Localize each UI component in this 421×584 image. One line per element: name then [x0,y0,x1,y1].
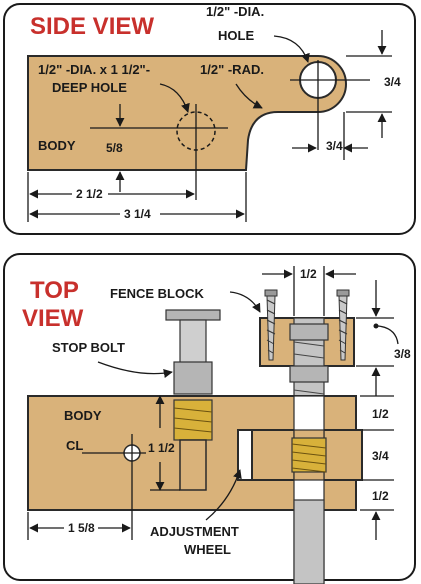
stop-bolt [165,309,221,491]
centerline-label: CL [66,438,83,453]
dim-3-4-right-top: 3/4 [372,449,389,463]
dim-1-2-top: 1/2 [300,267,317,281]
hole-label-2: HOLE [218,28,254,43]
adjustment-wheel-label-1: ADJUSTMENT [150,524,239,539]
deep-hole-label-2: DEEP HOLE [52,80,127,95]
dim-5-8: 5/8 [106,141,123,155]
hole-label-1: 1/2" -DIA. [206,4,264,19]
dim-2-1-2: 2 1/2 [76,187,103,201]
fence-screw-left [264,289,278,361]
top-view-title-2: VIEW [22,305,84,332]
fence-block-leader [229,291,261,313]
deep-hole-leader [159,83,190,113]
hole-leader [273,35,310,63]
hex-nut-upper [289,323,329,341]
dim-3-4-right: 3/4 [384,75,401,89]
stop-bolt-leader [97,361,173,378]
fence-block-label: FENCE BLOCK [110,286,205,301]
dim-3-1-4: 3 1/4 [124,207,151,221]
top-view-title-1: TOP [30,277,79,304]
top-body-label: BODY [64,408,102,423]
adjustment-wheel-leader [205,469,242,521]
hex-nut-lower [289,365,329,383]
deep-hole-label-1: 1/2" -DIA. x 1 1/2"- [38,62,150,77]
side-view-body [27,55,347,171]
dim-1-5-8: 1 5/8 [68,521,95,535]
radius-label: 1/2" -RAD. [200,62,264,77]
dim-3-4-bottom: 3/4 [326,139,343,153]
dim-1-2-right-a: 1/2 [372,407,389,421]
stop-bolt-label: STOP BOLT [52,340,125,355]
dim-1-1-2: 1 1/2 [148,441,175,455]
side-body-label: BODY [38,138,76,153]
adjustment-wheel-label-2: WHEEL [184,542,231,557]
fence-screw-right [336,289,350,361]
side-view-title: SIDE VIEW [30,13,154,40]
dim-1-2-right-b: 1/2 [372,489,389,503]
dim-3-8: 3/8 [394,347,411,361]
radius-leader [235,83,263,109]
